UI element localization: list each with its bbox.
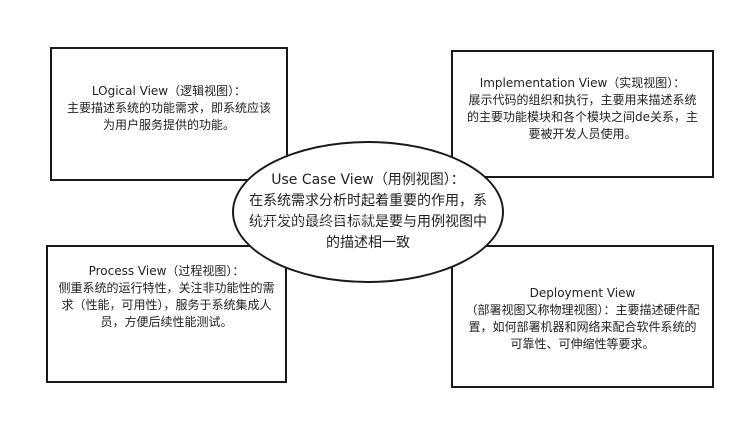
deployment-view-description: （部署视图又称物理视图）：主要描述硬件配置，如何部署机器和网络来配合软件系统的可… — [465, 302, 700, 351]
use-case-view-title: Use Case View（用例视图）： — [271, 172, 465, 188]
implementation-view-box: Implementation View（实现视图）： 展示代码的组织和执行，主要… — [451, 50, 714, 178]
implementation-view-title: Implementation View（实现视图）： — [479, 76, 686, 90]
process-view-description: 侧重系统的运行特性，关注非功能性的需求（性能，可用性），服务于系统集成人员，方便… — [58, 281, 275, 329]
deployment-view-title: Deployment View — [529, 285, 636, 300]
logical-view-title: LOgical View（逻辑视图）： — [91, 83, 247, 98]
deployment-view-content: Deployment View （部署视图又称物理视图）：主要描述硬件配置，如何… — [463, 285, 702, 353]
use-case-view-content: Use Case View（用例视图）： 在系统需求分析时起着重要的作用，系统开… — [246, 170, 490, 254]
use-case-view-description: 在系统需求分析时起着重要的作用，系统开发的最终目标就是要与用例视图中的描述相一致 — [249, 193, 487, 251]
use-case-view-ellipse: Use Case View（用例视图）： 在系统需求分析时起着重要的作用，系统开… — [232, 141, 504, 283]
logical-view-description: 主要描述系统的功能需求，即系统应该为用户服务提供的功能。 — [66, 100, 271, 132]
process-view-content: Process View（过程视图）： 侧重系统的运行特性，关注非功能性的需求（… — [58, 263, 275, 331]
logical-view-box: LOgical View（逻辑视图）： 主要描述系统的功能需求，即系统应该为用户… — [50, 47, 288, 181]
deployment-view-box: Deployment View （部署视图又称物理视图）：主要描述硬件配置，如何… — [451, 245, 714, 388]
process-view-title: Process View（过程视图）： — [88, 264, 245, 278]
implementation-view-description: 展示代码的组织和执行，主要用来描述系统的主要功能模块和各个模块之间de关系，主要… — [466, 93, 698, 141]
logical-view-content: LOgical View（逻辑视图）： 主要描述系统的功能需求，即系统应该为用户… — [62, 83, 276, 134]
process-view-box: Process View（过程视图）： 侧重系统的运行特性，关注非功能性的需求（… — [46, 245, 287, 383]
implementation-view-content: Implementation View（实现视图）： 展示代码的组织和执行，主要… — [463, 75, 702, 143]
